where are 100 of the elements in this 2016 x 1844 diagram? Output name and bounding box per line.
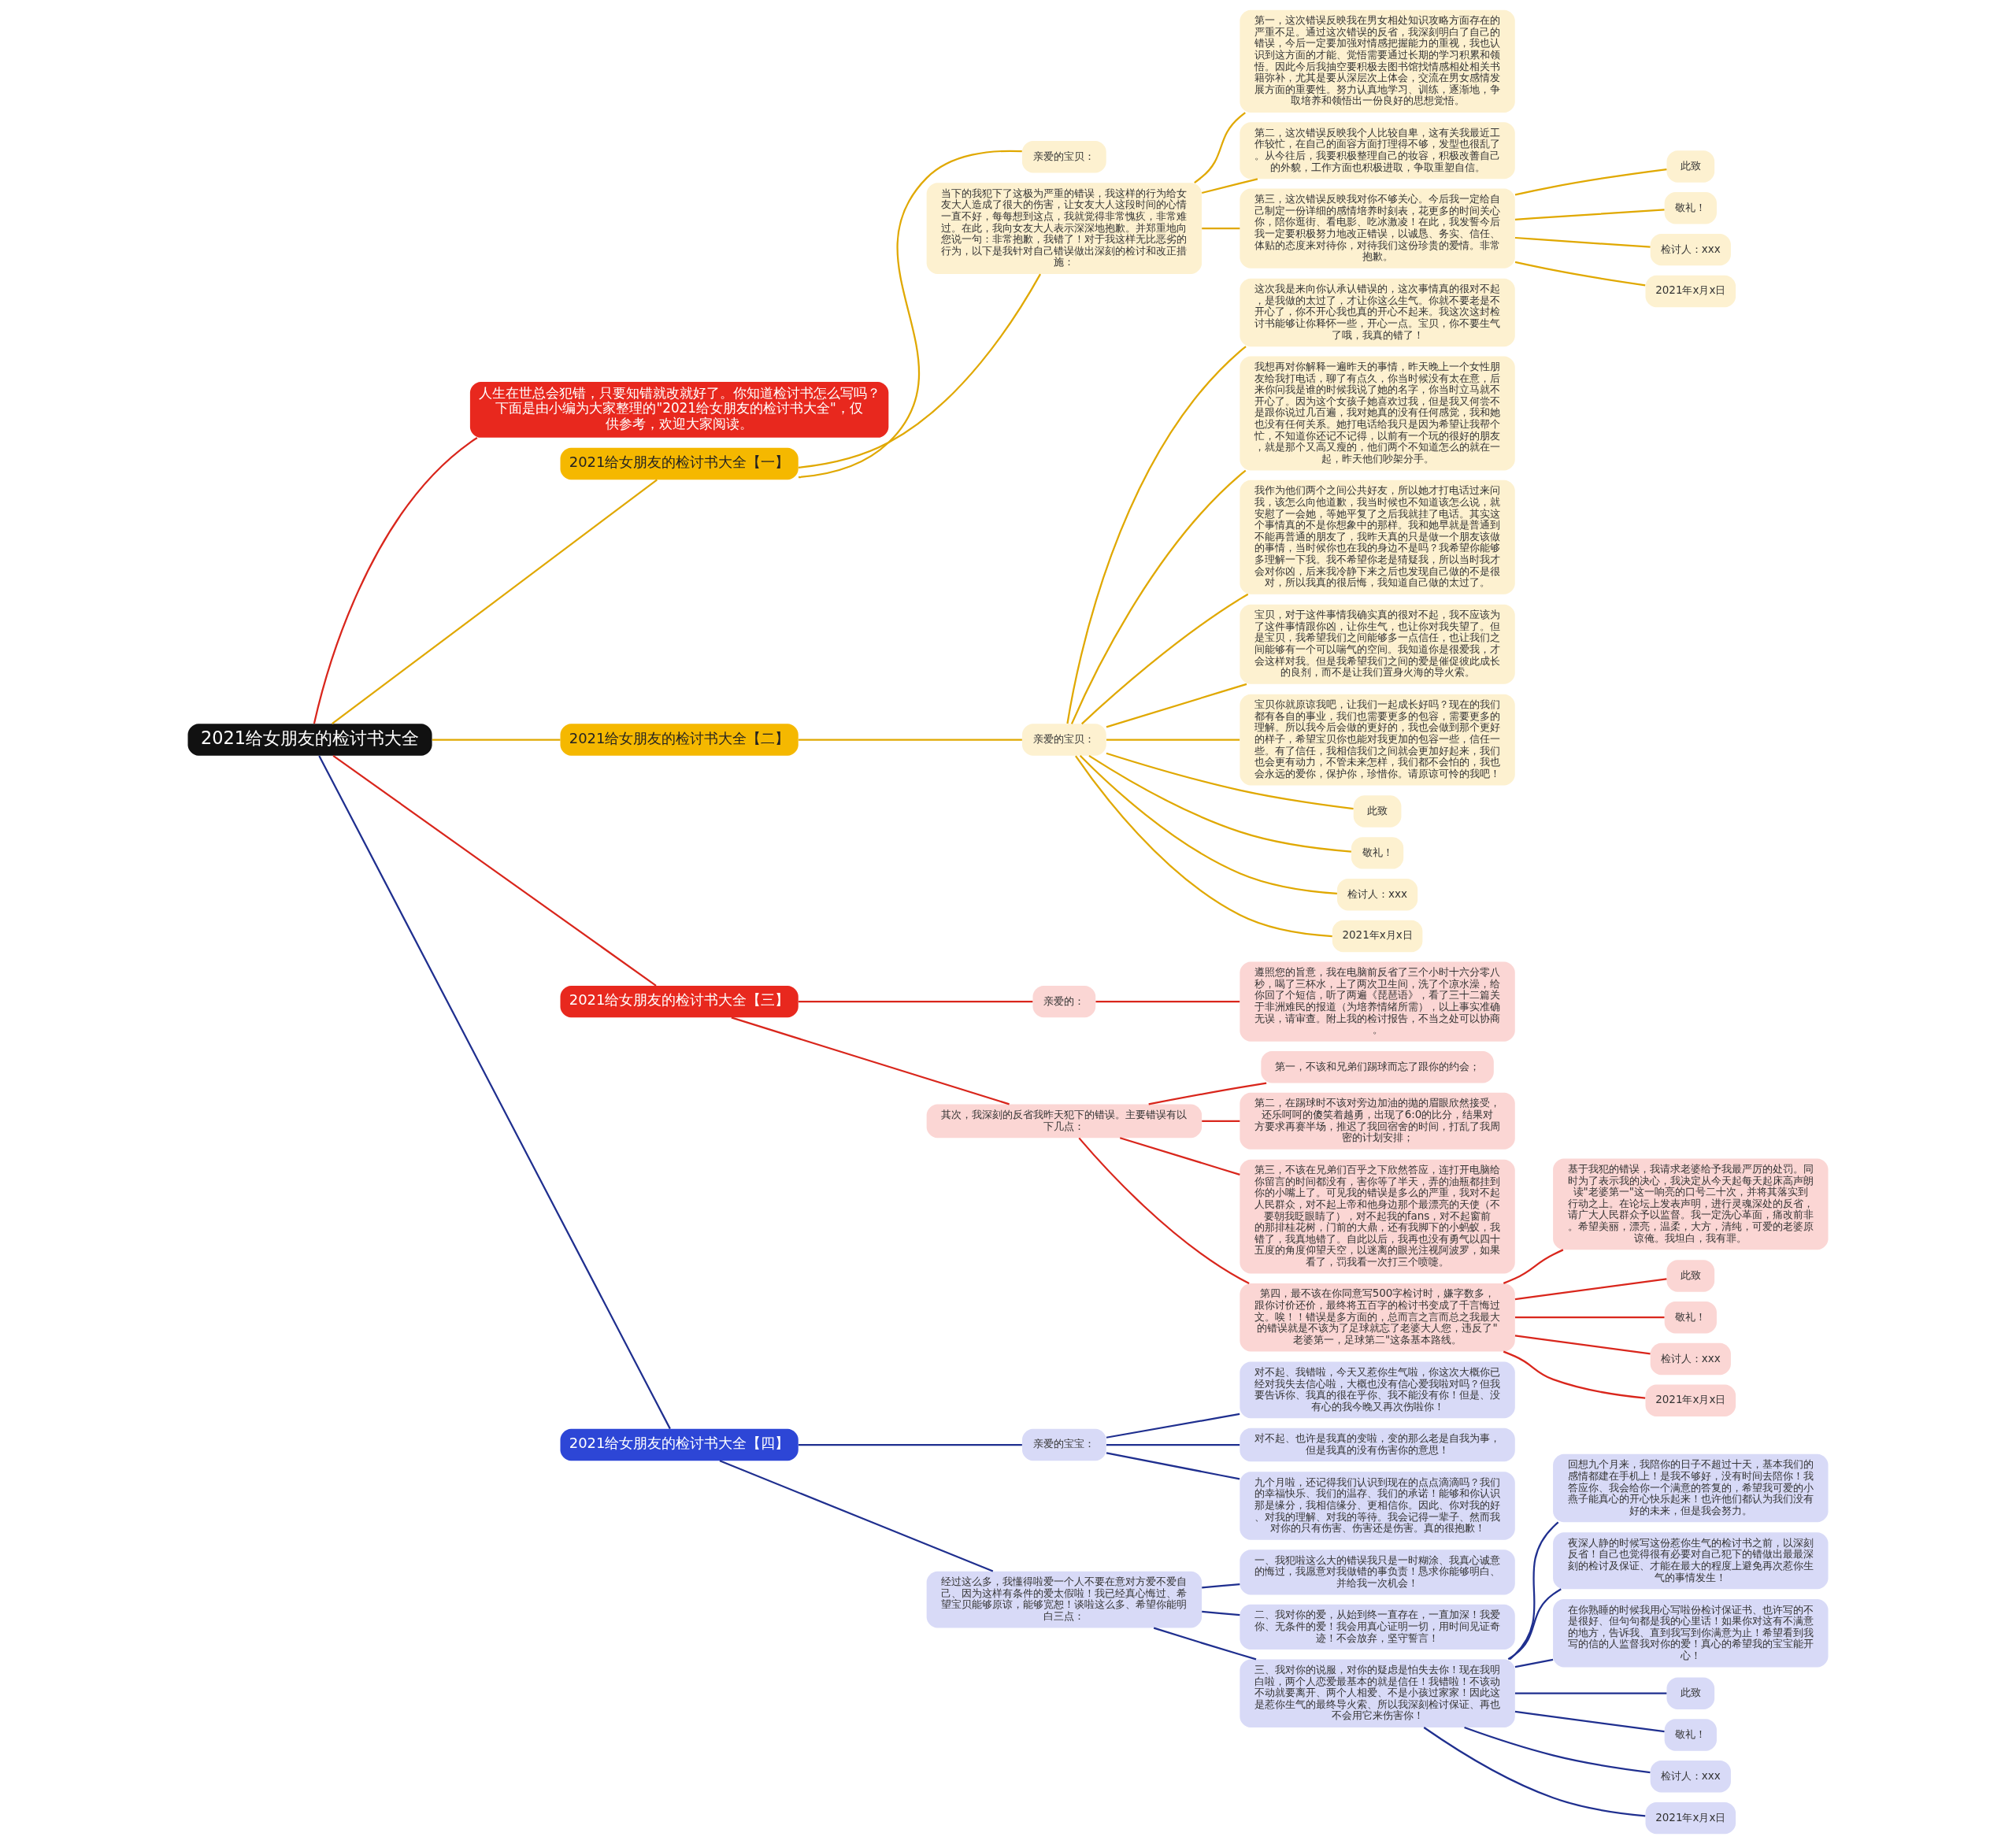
node-box: 九个月啦，还记得我们认识到现在的点点滴滴吗？我们的幸福快乐、我们的温存、我们的承诺！能够和你认识那是缘分，我相信缘分、更相信你。因此、你对我的好、对我的理解、对我的等待。我会记得一辈子、然而我对你的只有伤害、伤害还是伤害。真的很抱歉！ — [1240, 1472, 1515, 1540]
connector — [1066, 346, 1247, 724]
node-box: 当下的我犯下了这极为严重的错误，我这样的行为给女友大人造成了很大的伤害，让女友大人这段时间的心情一直不好，每每想到这点，我就觉得非常愧疚，非常难过。在此，我向女友大人表示深深地抱歉。并郑重地向您说一句：非常抱歉，我错了！对于我这样无比恶劣的行为，以下是我针对自己错误做出深刻的检讨和改正措施： — [926, 183, 1203, 274]
connector — [1106, 752, 1354, 810]
node-box: 敬礼！ — [1664, 1719, 1717, 1751]
connector — [799, 1443, 1022, 1446]
node-box: 敬礼！ — [1664, 192, 1717, 224]
node-box: 2021给女朋友的检讨书大全【四】 — [560, 1428, 799, 1461]
connector — [1503, 1350, 1646, 1399]
connector — [1514, 168, 1667, 196]
connector — [332, 479, 658, 725]
node-box: 一、我犯啦这么大的错误我只是一时糊涂、我真心诚意的悔过，我愿意对我做错的事负责！恳求你能够明白、并给我一次机会！ — [1240, 1550, 1515, 1595]
node-box: 三、我对你的说服，对你的疑虑是怕失去你！现在我明白啦，两个人恋爱最基本的就是信任！我错啦！不该动不动就要离开、两个人相爱、不是小孩过家家！因此这是惹你生气的最终导火索、所以我深刻检讨保证、再也不会用它来伤害你！ — [1240, 1659, 1515, 1727]
connector — [1119, 1137, 1240, 1176]
connector — [1106, 1452, 1240, 1480]
connector — [1423, 1727, 1646, 1817]
node-box: 2021年x月x日 — [1645, 1801, 1736, 1835]
node-box: 夜深人静的时候写这份惹你生气的检讨书之前，以深刻反省！自己也觉得很有必要对自己犯下的错做出最最深刻的检讨及保证、才能在最大的程度上避免再次惹你生气的事情发生！ — [1553, 1532, 1829, 1590]
node-box: 此致 — [1666, 150, 1715, 183]
connector — [731, 1016, 1010, 1105]
node-box: 2021年x月x日 — [1332, 920, 1423, 953]
connector — [1514, 261, 1646, 287]
node-box: 检讨人：xxx — [1650, 1761, 1731, 1793]
node-box: 宝贝，对于这件事情我确实真的很对不起，我不应该为了这件事情跟你凶，让你生气，也让你对我失望了。但是宝贝，我希望我们之间能够多一点信任，也让我们之间能够有一个可以喘气的空间。我知道你是很爱我，才会这样对我。但是我希望我们之间的爱是催促彼此成长的良剂，而不是让我们置身火海的导火索。 — [1240, 604, 1515, 684]
connector — [1095, 1001, 1240, 1003]
connector — [1202, 1610, 1240, 1616]
node-box: 敬礼！ — [1664, 1302, 1717, 1334]
node-box: 基于我犯的错误，我请求老婆给予我最严厉的处罚。同时为了表示我的决心，我决定从今天起每天起床高声朗读"老婆第一"这一响亮的口号二十次，并将其落实到行动之上。在论坛上发表声明，进行灵魂深处的反省，请广大人民群众予以监督。我一定洗心革面，痛改前非。希望美丽，漂亮，温柔，大方，清纯，可爱的老婆原谅俺。我坦白，我有罪。 — [1553, 1158, 1829, 1250]
node-box: 第三，不该在兄弟们百乎之下欣然答应，连打开电脑给你留言的时间都没有，害你等了半天，弄的油瓶都挂到你的小嘴上了。可见我的错误是多么的严重，我对不起人民群众，对不起上帝和他身边那个最漂亮的天使（不要朝我眨眼睛了），对不起我的fans，对不起窗前的那排桂花树，门前的大鼎，还有我脚下的小蚂蚁，我错了，我真地错了。自此以后，我再也没有勇气以四十五度的角度仰望天空，以迷离的眼光注视阿波罗，如果看了，罚我看一次打三个喷嚏。 — [1240, 1159, 1515, 1274]
node-box: 2021年x月x日 — [1645, 1384, 1736, 1417]
connector — [1202, 1120, 1240, 1122]
connector — [1153, 1627, 1257, 1661]
connector — [1106, 683, 1247, 728]
node-box: 亲爱的宝宝： — [1022, 1428, 1106, 1461]
connector — [332, 754, 657, 987]
node-box: 此致 — [1353, 795, 1402, 828]
connector — [1514, 236, 1651, 248]
node-box: 对不起、我错啦，今天又惹你生气啦，你这次大概你已经对我失去信心啦，大概也没有信心爱我啦对吗？但我要告诉你、我真的很在乎你、我不能没有你！但是、没有心的我今晚又再次伤啦你！ — [1240, 1361, 1515, 1419]
connector — [798, 150, 1022, 479]
node-box: 遵照您的旨意，我在电脑前反省了三个小时十六分零八秒，喝了三杯水，上了两次卫生间，洗了个凉水澡，给你回了个短信，听了两遍《琵琶语》，看了三十二篇关于非洲难民的报道（为培养情绪所需），以上事实准确无误，请审查。附上我的检讨报告，不当之处可以协商。 — [1240, 961, 1515, 1042]
node-box: 2021给女朋友的检讨书大全【二】 — [560, 724, 799, 756]
connector — [1194, 112, 1246, 183]
node-box: 2021给女朋友的检讨书大全 — [187, 724, 432, 756]
connector — [1202, 228, 1240, 230]
node-box: 第一，不该和兄弟们踢球而忘了跟你的约会； — [1261, 1051, 1494, 1083]
node-box: 经过这么多，我懂得啦爱一个人不要在意对方爱不爱自己、因为这样有条件的爱太假啦！我已经真心悔过、希望宝贝能够原谅，能够宽恕！谈啦这么多、希望你能明白三点： — [926, 1571, 1203, 1628]
connector — [1514, 1335, 1651, 1355]
connector — [1075, 755, 1332, 938]
node-box: 我作为他们两个之间公共好友，所以她才打电话过来问我，该怎么向他道歉，我当时候也不知道该怎么说，就安慰了一会她，等她平复了之后我就挂了电话。其实这个事情真的不是你想象中的那样。我和她早就是普通到不能再普通的朋友了，我昨天真的只是做一个朋友该做的事情，当时候你也在我的身边不是吗？我希望你能够多理解一下我。我不希望你老是猜疑我，所以当时我才会对你凶，后来我冷静下来之后也发现自己做的不是很对，所以我真的很后悔，我知道自己做的太过了。 — [1240, 480, 1515, 594]
connector — [719, 1460, 994, 1572]
connector — [1201, 178, 1258, 194]
node-box: 在你熟睡的时候我用心写啦份检讨保证书、也许写的不是很好、但句句都是我的心里话！如果你对这有不满意的地方，告诉我、直到我写到你满意为止！希望看到我写的信的人监督我对你的爱！真心的希望我的宝宝能开心！ — [1553, 1599, 1829, 1668]
node-box: 敬礼！ — [1351, 837, 1404, 869]
node-box: 其次，我深刻的反省我昨天犯下的错误。主要错误有以下几点： — [926, 1104, 1203, 1139]
node-box: 此致 — [1666, 1677, 1715, 1709]
node-box: 亲爱的宝贝： — [1022, 140, 1106, 173]
connector — [313, 437, 478, 724]
node-box: 第二，在踢球时不该对旁边加油的抛的眉眼欣然接受，还乐呵呵的傻笑着越勇，出现了6:0的比分，结果对方要求再赛半场，推迟了我回宿舍的时间，打乱了我周密的计划安排； — [1240, 1092, 1515, 1150]
connector — [1514, 1692, 1667, 1694]
connector — [1509, 1521, 1559, 1661]
node-box: 检讨人：xxx — [1336, 878, 1418, 911]
node-box: 2021年x月x日 — [1645, 275, 1736, 308]
node-box: 第二，这次错误反映我个人比较自卑，这有关我最近工作较忙，在自己的面容方面打理得不够，发型也很乱了。从今往后，我要积极整理自己的妆容，积极改善自己的外貌，工作方面也积极进取，争取重塑自信。 — [1240, 122, 1515, 180]
node-box: 宝贝你就原谅我吧，让我们一起成长好吗？现在的我们都有各自的事业，我们也需要更多的包容，需要更多的理解。所以我今后会做的更好的，我也会做到那个更好的样子，希望宝贝你也能对我更加的包容一些，信任一些。有了信任，我相信我们之间就会更加好起来，我们也会更有动力，不管未来怎样，我们都不会怕的，我也会永远的爱你，保护你，珍惜你。请原谅可怜的我吧！ — [1240, 694, 1515, 786]
connector — [798, 273, 1042, 468]
connector — [1081, 593, 1249, 725]
connector — [1079, 755, 1337, 895]
connector — [1070, 469, 1247, 724]
connector — [1106, 739, 1240, 741]
node-box: 我想再对你解释一遍昨天的事情，昨天晚上一个女性朋友给我打电话，聊了有点久，你当时候没有太在意，后来你问我是谁的时候我说了她的名字，你当时立马就不开心了。因为这个女孩子她喜欢过我，但是我又何尝不是跟你说过几百遍，我对她真的没有任何感觉，我和她也没有任何关系。她打电话给我只是因为希望让我帮个忙，不知道你还记不记得，以前有一个玩的很好的朋友，就是那个又高又瘦的，他们两个不知道怎么的就在一起，昨天他们吵架分手。 — [1240, 356, 1515, 471]
node-box: 二、我对你的爱，从始到终一直存在，一直加深！我爱你、无条件的爱！我会用真心证明一切，用时间见证奇迹！不会放弃，坚守誓言！ — [1240, 1604, 1515, 1650]
node-box: 第三，这次错误反映我对你不够关心。今后我一定给自己制定一份详细的感情培养时刻表，花更多的时间关心你，陪你逛街、看电影、吃冰激凌！在此，我发誓今后我一定要积极努力地改正错误，以诚恳、务实、信任、体贴的态度来对待你，对待我们这份珍贵的爱情。非常抱歉。 — [1240, 188, 1515, 268]
node-box: 检讨人：xxx — [1650, 1342, 1731, 1376]
connector — [1514, 1278, 1667, 1301]
connector — [1514, 1710, 1665, 1733]
connector — [1507, 1588, 1562, 1661]
node-box: 亲爱的宝贝： — [1022, 724, 1106, 756]
node-box: 这次我是来向你认承认错误的，这次事情真的很对不起，是我做的太过了，才让你这么生气。你就不要老是不开心了，你不开心我也真的开心不起来。我这次这封检讨书能够让你释怀一些，开心一点。宝贝，你不要生气了哦，我真的错了！ — [1240, 278, 1515, 347]
connector — [1202, 1583, 1240, 1589]
connector — [1106, 1413, 1240, 1439]
connector — [318, 755, 671, 1430]
connector — [1106, 1443, 1240, 1446]
connector — [799, 739, 1022, 741]
connector — [799, 1001, 1033, 1003]
connector — [1088, 754, 1351, 853]
node-box: 2021给女朋友的检讨书大全【一】 — [560, 447, 799, 480]
node-box: 第四，最不该在你同意写500字检讨时，嫌字数多，跟你讨价还价，最终将五百字的检讨书变成了千言悔过文。唉！！错误是多方面的，总而言之言而总之我最大的错误就是不该为了足球就忘了老婆大人您，违反了"老婆第一，足球第二"这条基本路线。 — [1240, 1283, 1515, 1352]
node-box: 亲爱的： — [1032, 985, 1096, 1018]
connector — [1503, 1249, 1564, 1284]
connector — [432, 739, 561, 741]
node-box: 此致 — [1666, 1260, 1715, 1292]
node-box: 回想九个月来，我陪你的日子不超过十天，基本我们的感情都建在手机上！是我不够好，没有时间去陪你！我答应你、我会给你一个满意的答复的，希望我可爱的小燕子能真心的开心快乐起来！也许他们都认为我们没有好的未来，但是我会努力。 — [1553, 1453, 1829, 1523]
node-box: 对不起、也许是我真的变啦，变的那么老是自我为事，但是我真的没有伤害你的意思！ — [1240, 1427, 1515, 1462]
connector — [1514, 209, 1665, 220]
connector — [1464, 1727, 1651, 1774]
node-box: 检讨人：xxx — [1650, 233, 1731, 266]
connector — [1148, 1082, 1267, 1105]
node-box: 人生在世总会犯错，只要知错就改就好了。你知道检讨书怎么写吗？下面是由小编为大家整理的"2021给女朋友的检讨书大全"，仅供参考，欢迎大家阅读。 — [469, 382, 889, 438]
connector — [1514, 1316, 1665, 1319]
node-box: 2021给女朋友的检讨书大全【三】 — [560, 985, 799, 1018]
